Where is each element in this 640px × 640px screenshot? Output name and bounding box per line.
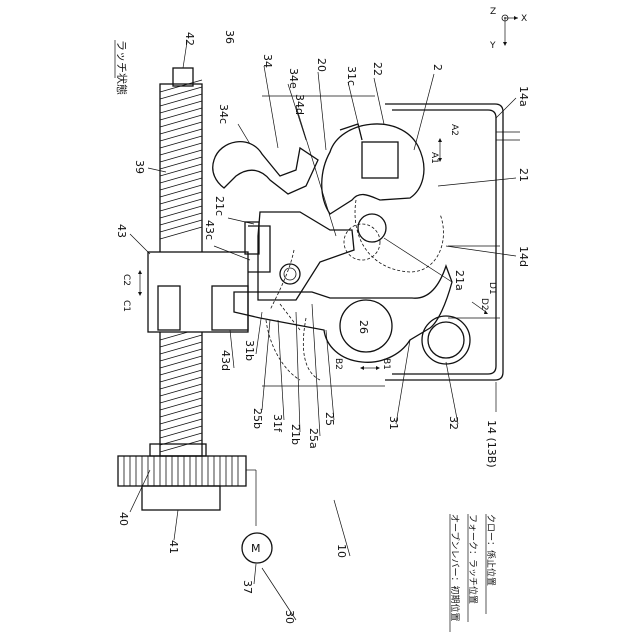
label-14-13B: 14 (13B) bbox=[485, 420, 498, 468]
axis-z-label: Z bbox=[490, 7, 496, 17]
legend-line-1: オープンレバー：初期位置 bbox=[449, 514, 461, 621]
label-21: 21 bbox=[517, 168, 530, 182]
label-26: 26 bbox=[357, 320, 370, 334]
label-25: 25 bbox=[323, 412, 336, 426]
label-2: 2 bbox=[431, 64, 444, 71]
label-31c: 31c bbox=[345, 66, 358, 86]
label-B1: B1 bbox=[381, 358, 391, 370]
label-31b: 31b bbox=[243, 340, 256, 361]
label-34d: 34d bbox=[293, 94, 306, 115]
label-21c: 21c bbox=[213, 196, 226, 216]
legend-line-3: クロー：係止位置 bbox=[485, 514, 497, 586]
housing bbox=[262, 96, 520, 386]
label-21a: 21a bbox=[453, 270, 466, 291]
legend-line-2: フォーク：ラッチ位置 bbox=[467, 514, 479, 604]
motor-symbol: M bbox=[251, 542, 261, 555]
label-34c: 34c bbox=[217, 104, 230, 124]
label-30: 30 bbox=[283, 610, 296, 624]
label-14a: 14a bbox=[517, 86, 530, 107]
label-32: 32 bbox=[447, 416, 460, 430]
label-40: 40 bbox=[117, 512, 130, 526]
label-36: 36 bbox=[223, 30, 236, 44]
label-C1: C1 bbox=[121, 300, 131, 312]
label-25a: 25a bbox=[307, 428, 320, 449]
label-21b: 21b bbox=[289, 424, 302, 445]
label-43: 43 bbox=[115, 224, 128, 238]
label-31f: 31f bbox=[271, 414, 284, 433]
state-legend: オープンレバー：初期位置 フォーク：ラッチ位置 クロー：係止位置 bbox=[449, 514, 497, 632]
fork bbox=[322, 124, 444, 272]
axis-indicator: Z X Y bbox=[489, 7, 527, 51]
label-31: 31 bbox=[387, 416, 400, 430]
label-C2: C2 bbox=[121, 274, 131, 286]
gear bbox=[118, 444, 246, 510]
label-D2: D2 bbox=[479, 298, 489, 311]
label-20: 20 bbox=[315, 58, 328, 72]
label-37: 37 bbox=[241, 580, 254, 594]
label-22: 22 bbox=[371, 62, 384, 76]
axis-y-label: Y bbox=[489, 41, 496, 51]
label-A2: A2 bbox=[449, 124, 459, 136]
label-14d: 14d bbox=[517, 246, 530, 267]
label-41: 41 bbox=[167, 540, 180, 554]
label-34e: 34e bbox=[287, 68, 300, 89]
axis-x-label: X bbox=[521, 14, 527, 24]
label-34: 34 bbox=[261, 54, 274, 68]
label-B2: B2 bbox=[333, 358, 343, 370]
label-42: 42 bbox=[183, 32, 196, 46]
label-10: 10 bbox=[335, 544, 348, 558]
label-D1: D1 bbox=[487, 282, 497, 295]
diagram-title: ラッチ状態 bbox=[115, 40, 129, 95]
label-43c: 43c bbox=[203, 220, 216, 240]
label-25b: 25b bbox=[251, 408, 264, 429]
label-39: 39 bbox=[133, 160, 146, 174]
label-A1: A1 bbox=[429, 152, 439, 164]
label-43d: 43d bbox=[219, 350, 232, 371]
